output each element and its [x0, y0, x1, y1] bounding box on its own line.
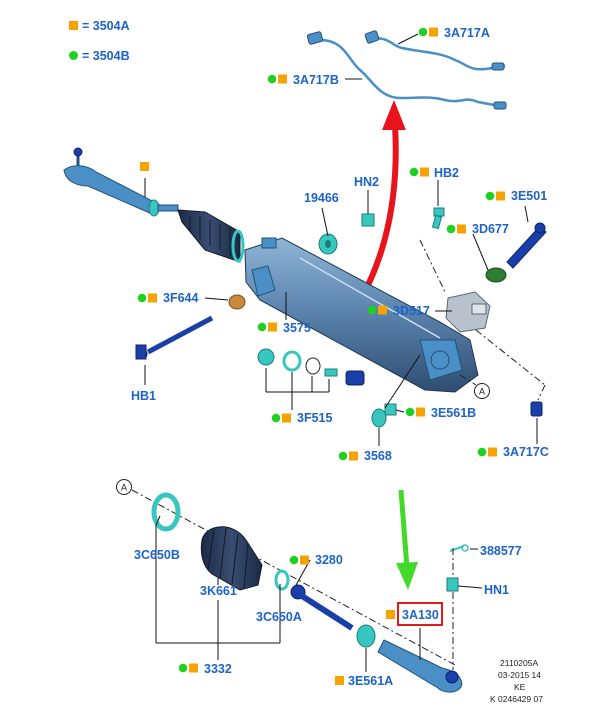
- legend-entry-3504b: = 3504B: [82, 49, 130, 63]
- part-3280-inner-tie-rod: [290, 584, 354, 631]
- legend-entry-3504a: = 3504A: [82, 19, 130, 33]
- part-label-3332: 3332: [204, 662, 232, 676]
- part-label-3e501: 3E501: [511, 189, 547, 203]
- part-label-3280: 3280: [315, 553, 343, 567]
- legend: = 3504A = 3504B: [69, 19, 130, 63]
- leader-lines-lower: [155, 515, 483, 672]
- footer-line-4: K 0246429 07: [490, 694, 543, 704]
- part-label-hb1: HB1: [131, 389, 156, 403]
- part-hn2-nut: [361, 213, 375, 227]
- svg-text:A: A: [121, 483, 127, 493]
- part-3f644-nut: [228, 294, 246, 310]
- part-3d677-seal: [485, 267, 507, 283]
- part-label-3a717b: 3A717B: [293, 73, 339, 87]
- leader-3a717a: [397, 33, 419, 45]
- label-group-3e561b: 3E561B: [405, 406, 476, 420]
- lower-center-dash: [131, 489, 456, 666]
- part-label-3c650b: 3C650B: [134, 548, 180, 562]
- part-3568-bush: [371, 408, 387, 428]
- part-label-3a717a: 3A717A: [444, 26, 490, 40]
- part-label-3e561a: 3E561A: [348, 674, 393, 688]
- part-label-3c650a: 3C650A: [256, 610, 302, 624]
- boot-upper: [177, 209, 245, 263]
- part-label-3575: 3575: [283, 321, 311, 335]
- footer-line-2: 03-2015 14: [498, 670, 541, 680]
- part-3f515-seals: [257, 348, 365, 386]
- label-group-3568: 3568: [338, 449, 392, 463]
- sensor-wire-3a717b: [306, 31, 507, 110]
- pinion-valve-3d517: [445, 291, 491, 333]
- footer-line-1: 2110205A: [500, 658, 538, 668]
- part-hb2-bolt: [431, 207, 445, 230]
- part-label-3568: 3568: [364, 449, 392, 463]
- part-label-3e561b: 3E561B: [431, 406, 476, 420]
- part-label-388577: 388577: [480, 544, 522, 558]
- part-3a130-outer-tie-rod-end: [377, 639, 463, 693]
- callout-a-lower: A: [116, 479, 132, 495]
- part-label-hb2: HB2: [434, 166, 459, 180]
- part-label-3f644: 3F644: [163, 291, 198, 305]
- label-group-3f515: 3F515: [271, 411, 332, 425]
- part-label-hn1: HN1: [484, 583, 509, 597]
- label-group-3575: 3575: [257, 321, 311, 335]
- label-group-3a717b: 3A717B: [267, 73, 339, 87]
- callout-a-upper: A: [474, 383, 490, 399]
- part-label-hn2: HN2: [354, 175, 379, 189]
- label-group-3d517: 3D517: [367, 304, 430, 318]
- part-label-19466: 19466: [304, 191, 339, 205]
- green-arrow: [396, 489, 418, 590]
- label-group-3a130: 3A130: [386, 602, 443, 626]
- leader-lines-upper: [144, 178, 546, 446]
- legend-square-marker: [69, 21, 78, 30]
- part-label-3f515: 3F515: [297, 411, 332, 425]
- part-3c650b-clamp: [151, 492, 181, 532]
- label-group-3a717a: 3A717A: [418, 26, 490, 40]
- legend-dot-marker: [69, 51, 78, 60]
- label-group-3e501: 3E501: [485, 189, 547, 203]
- part-3c650a-clamp: [274, 569, 290, 591]
- part-hn1-nut: [446, 577, 459, 592]
- label-group-3d677: 3D677: [446, 222, 509, 236]
- part-label-3a717c: 3A717C: [503, 445, 549, 459]
- part-3e561b-nut: [384, 403, 397, 416]
- svg-text:A: A: [479, 387, 485, 397]
- footer-line-3: KE: [514, 682, 526, 692]
- part-3e561a-nut: [356, 624, 376, 648]
- label-group-3280: 3280: [289, 553, 343, 567]
- label-group-hb2: HB2: [409, 166, 459, 180]
- part-3a717c-sensor: [530, 401, 543, 417]
- outer-tie-rod-end-upper: [63, 147, 179, 217]
- label-group-3f644: 3F644: [137, 291, 198, 305]
- part-19466-bush: [318, 233, 338, 255]
- steering-rack-housing: [244, 237, 479, 393]
- part-3e501-hose: [506, 222, 547, 269]
- part-388577-pin: [449, 544, 469, 552]
- sensor-wire-3a717a: [364, 30, 506, 71]
- drawing-reference-block: 2110205A 03-2015 14 KE K 0246429 07: [490, 658, 543, 704]
- label-group-3e561a: 3E561A: [335, 674, 393, 688]
- part-label-3d517: 3D517: [393, 304, 430, 318]
- part-label-3d677: 3D677: [472, 222, 509, 236]
- label-group-3a717c: 3A717C: [477, 445, 549, 459]
- part-3k661-boot: [200, 526, 263, 591]
- part-label-3k661: 3K661: [200, 584, 237, 598]
- part-label-3a130: 3A130: [402, 608, 439, 622]
- label-group-3504a-marker: [140, 162, 149, 171]
- part-hb1-inner-rod: [135, 315, 214, 360]
- label-group-3332: 3332: [178, 662, 232, 676]
